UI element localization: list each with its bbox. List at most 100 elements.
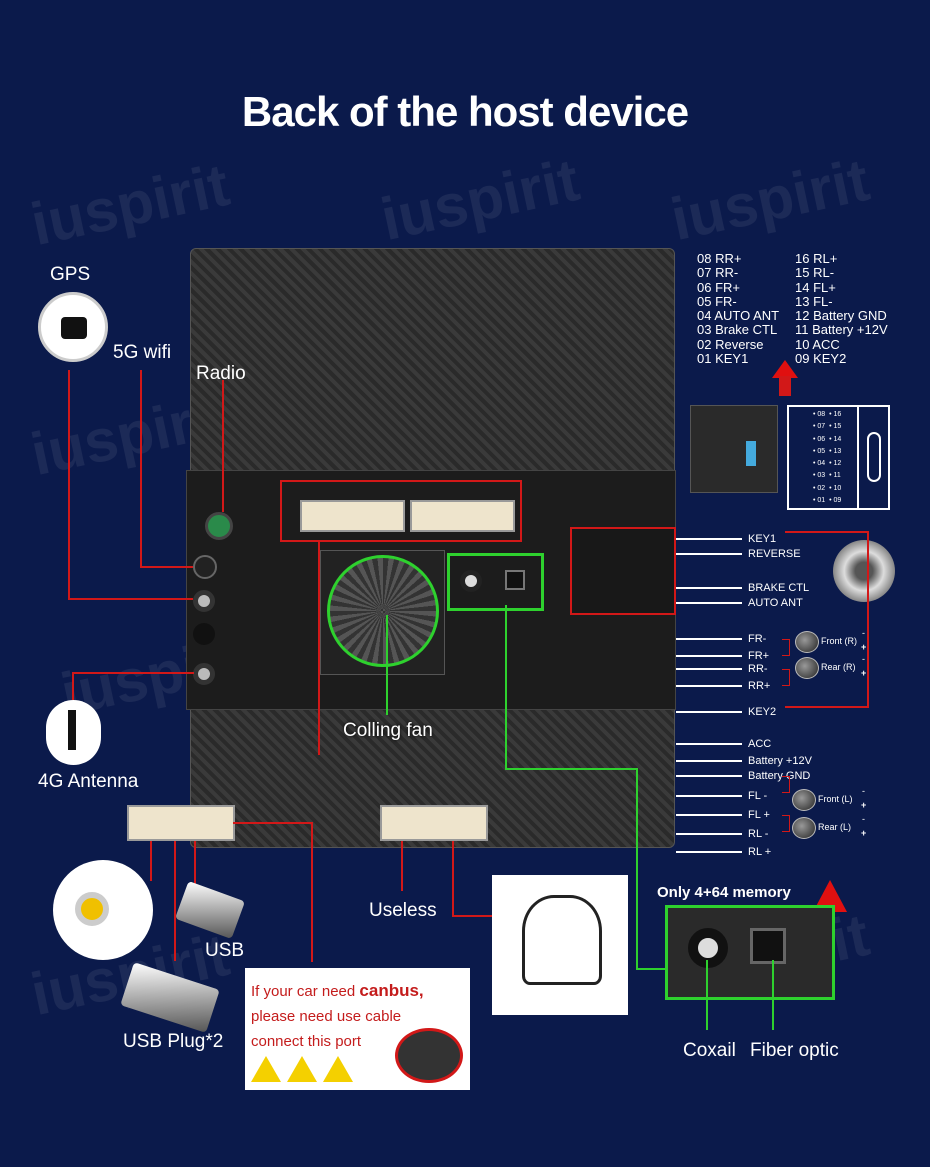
- polarity-minus: -: [862, 628, 865, 638]
- up-arrow-icon: [772, 360, 798, 378]
- pin-label: 16 RL+: [795, 251, 838, 266]
- wire-label: RL -: [748, 828, 769, 840]
- wire-label: ACC: [748, 738, 772, 750]
- useless-connector: [380, 805, 488, 841]
- memory-label: Only 4+64 memory: [657, 884, 791, 901]
- connector-block: [300, 500, 405, 532]
- pin-label: 03 Brake CTL: [697, 322, 778, 338]
- optical-port: [505, 570, 525, 590]
- pin-number: 11: [833, 472, 841, 480]
- pin-number: 12: [833, 460, 842, 468]
- coaxial-arrow: [706, 960, 708, 1030]
- usb-plug-label: USB Plug*2: [123, 1031, 224, 1052]
- pin-label: 08 RR+: [697, 251, 742, 266]
- audio-ports-closeup: [665, 905, 835, 1000]
- speaker-bracket: [782, 815, 790, 832]
- polarity-minus: -: [862, 786, 865, 796]
- pin-label: 04 AUTO ANT: [697, 308, 780, 324]
- canbus-text: connect this port: [251, 1033, 362, 1050]
- polarity-plus: +: [861, 642, 867, 652]
- speaker-label: Front (L): [818, 794, 853, 804]
- canbus-text: please need use cable: [251, 1008, 402, 1025]
- usb-label: USB: [205, 940, 245, 961]
- gps-label: GPS: [50, 264, 91, 285]
- wire-line: [676, 602, 742, 604]
- speaker-icon: [792, 817, 816, 839]
- canbus-line: [233, 822, 313, 824]
- wire-label: FL +: [748, 809, 770, 821]
- up-arrow-icon: [779, 376, 791, 396]
- usb-camera-connector: [127, 805, 235, 841]
- polarity-minus: -: [862, 814, 865, 824]
- wire-line: [676, 538, 742, 540]
- pin-row: • 02 • 10: [813, 484, 842, 492]
- canbus-text: If your car need: [251, 983, 360, 1000]
- canbus-line: [311, 822, 313, 962]
- pin-number: 01: [817, 497, 826, 505]
- wire-line: [676, 655, 742, 657]
- pin-label: 05 FR-: [697, 293, 737, 309]
- canbus-bold: canbus,: [359, 981, 424, 1000]
- polarity-minus: -: [862, 654, 865, 664]
- power-connector-photo: [690, 405, 778, 493]
- radio-connector-highlight: [280, 480, 522, 542]
- pin-label: 12 Battery GND: [795, 308, 887, 324]
- speaker-label: Rear (L): [818, 822, 852, 832]
- wire-label: REVERSE: [748, 548, 801, 560]
- wire-label: BRAKE CTL: [748, 582, 810, 594]
- wire-label: KEY2: [748, 706, 777, 718]
- page-title: Back of the host device: [241, 88, 689, 135]
- speaker-icon: [795, 657, 819, 679]
- wire-line: [676, 775, 742, 777]
- useless-label: Useless: [369, 900, 437, 921]
- pin-row: • 07 • 15: [813, 423, 842, 431]
- wire-label: RL +: [748, 846, 772, 858]
- canbus-port-image: [395, 1028, 463, 1083]
- key2-arrow: [785, 706, 869, 708]
- wifi-port: [193, 555, 217, 579]
- pin-number: 14: [833, 435, 842, 443]
- optic-line: [636, 768, 638, 970]
- wire-label: FL -: [748, 790, 768, 802]
- 4g-antenna-image: [46, 700, 101, 765]
- fiber-arrow: [772, 960, 774, 1030]
- canbus-line: [318, 540, 320, 755]
- port: [193, 623, 215, 645]
- speaker-icon: [792, 789, 816, 811]
- power-connector-highlight: [570, 527, 676, 615]
- gps-antenna-image: [38, 292, 108, 362]
- pin-number: 06: [817, 435, 826, 443]
- fiber-label: Fiber optic: [750, 1040, 839, 1061]
- coaxial-port: [688, 928, 728, 968]
- pin-number: 13: [833, 447, 842, 455]
- speaker-bracket: [782, 669, 790, 686]
- radio-label: Radio: [196, 363, 246, 384]
- harness-line: [452, 915, 492, 917]
- wire-line: [676, 685, 742, 687]
- pin-number: 05: [817, 447, 826, 455]
- 4g-line: [72, 672, 74, 700]
- camera-line: [150, 841, 152, 881]
- pin-row: • 04 • 12: [813, 460, 842, 468]
- wire-line: [676, 833, 742, 835]
- pin-number: 10: [833, 484, 842, 492]
- warning-icon: [287, 1056, 317, 1082]
- wire-line: [676, 553, 742, 555]
- steering-wheel-image: [833, 540, 895, 602]
- wire-line: [676, 587, 742, 589]
- wire-line: [676, 743, 742, 745]
- radio-arrow: [222, 380, 224, 512]
- wire-label: RR+: [748, 680, 771, 692]
- pin-label: 11 Battery +12V: [795, 322, 888, 338]
- optic-line: [505, 605, 507, 770]
- 4g-antenna-label: 4G Antenna: [38, 771, 139, 792]
- optic-line: [636, 968, 666, 970]
- connector-block: [410, 500, 515, 532]
- harness-image: [492, 875, 628, 1015]
- speaker-icon: [795, 631, 819, 653]
- optical-port: [750, 928, 786, 964]
- canbus-note: If your car need canbus, please need use…: [245, 968, 470, 1090]
- pin-number: 08: [817, 411, 826, 418]
